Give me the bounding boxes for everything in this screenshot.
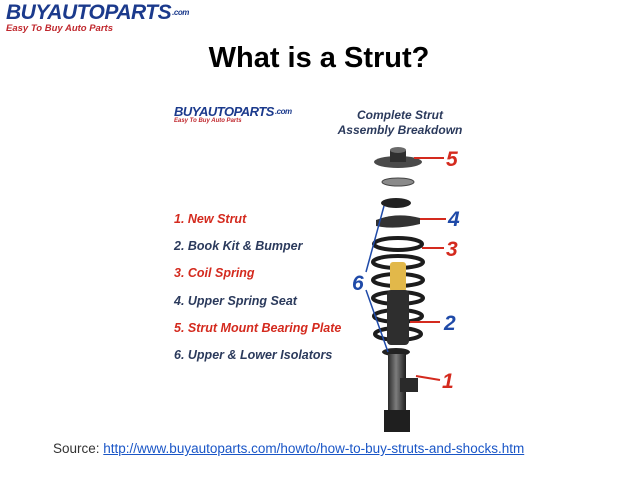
bumper-shape — [390, 262, 406, 292]
part-item-upper-spring-seat: 4. Upper Spring Seat — [174, 293, 297, 308]
logo-domain: .com — [172, 8, 189, 17]
logo-brand: BUYAUTOPARTS — [6, 1, 172, 24]
figure-logo-brand: BUYAUTOPARTS — [174, 104, 274, 119]
figure-logo-wordmark: BUYAUTOPARTS.com — [174, 105, 292, 119]
source-link[interactable]: http://www.buyautoparts.com/howto/how-to… — [103, 441, 525, 456]
part-item-boot-kit: 2. Book Kit & Bumper — [174, 239, 303, 254]
figure-logo-tagline: Easy To Buy Auto Parts — [174, 118, 242, 124]
boot-shape — [387, 290, 409, 345]
callout-4: 4 — [447, 208, 460, 231]
upper-isolator-shape — [381, 198, 411, 208]
strut-assembly-diagram: 5 4 3 6 2 1 — [352, 147, 460, 432]
figure-heading-line2: Assembly Breakdown — [337, 123, 463, 137]
strut-bracket-shape — [400, 378, 418, 392]
callout-2: 2 — [443, 312, 456, 335]
logo-tagline: Easy To Buy Auto Parts — [6, 23, 113, 34]
callout-numbers: 5 4 3 6 2 1 — [352, 148, 460, 393]
part-item-mount-bearing-plate: 5. Strut Mount Bearing Plate — [174, 320, 342, 335]
slide-title: What is a Strut? — [208, 42, 430, 74]
source-prefix: Source: — [53, 441, 104, 456]
parts-list: 1. New Strut 2. Book Kit & Bumper 3. Coi… — [174, 206, 341, 369]
isolator-callout-lines — [365, 205, 389, 353]
figure-logo: BUYAUTOPARTS.com Easy To Buy Auto Parts — [174, 105, 292, 125]
part-item-coil-spring: 3. Coil Spring — [174, 266, 255, 281]
spring-seat-shape — [376, 215, 420, 228]
callout-6: 6 — [352, 272, 364, 295]
strut-knuckle-mount-shape — [384, 410, 410, 432]
callout-5: 5 — [446, 148, 458, 171]
source-citation: Source: http://www.buyautoparts.com/howt… — [53, 441, 524, 456]
part-item-new-strut: 1. New Strut — [174, 212, 247, 226]
figure-logo-domain: .com — [274, 107, 292, 116]
callout-3: 3 — [446, 238, 458, 261]
callout-1: 1 — [442, 370, 454, 393]
figure-heading: Complete Strut Assembly Breakdown — [330, 108, 470, 138]
logo-wordmark: BUYAUTOPARTS.com — [6, 2, 189, 24]
callout-arrows — [410, 157, 446, 381]
mount-plate-shape — [374, 147, 422, 187]
figure-heading-line1: Complete Strut — [356, 108, 443, 122]
header-logo: BUYAUTOPARTS.com Easy To Buy Auto Parts — [6, 2, 189, 35]
part-item-isolators: 6. Upper & Lower Isolators — [174, 348, 333, 363]
